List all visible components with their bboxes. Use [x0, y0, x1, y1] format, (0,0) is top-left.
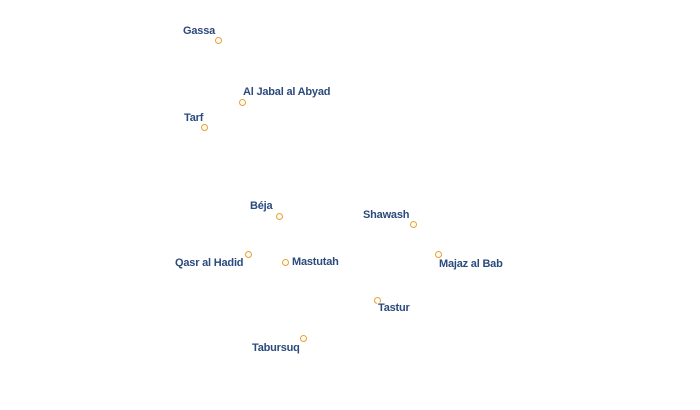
- place-label: Tabursuq: [252, 342, 300, 354]
- place-marker[interactable]: [300, 335, 307, 342]
- place-label: Mastutah: [292, 256, 339, 268]
- place-marker[interactable]: [276, 213, 283, 220]
- place-marker[interactable]: [435, 251, 442, 258]
- place-label: Tastur: [378, 302, 410, 314]
- place-marker[interactable]: [239, 99, 246, 106]
- place-marker[interactable]: [215, 37, 222, 44]
- place-label: Tarf: [184, 112, 204, 124]
- place-label: Al Jabal al Abyad: [243, 86, 331, 98]
- place-marker[interactable]: [201, 124, 208, 131]
- place-label: Qasr al Hadid: [175, 257, 244, 269]
- place-marker[interactable]: [282, 259, 289, 266]
- place-marker[interactable]: [245, 251, 252, 258]
- place-label: Béja: [250, 200, 273, 212]
- place-marker[interactable]: [410, 221, 417, 228]
- place-label: Majaz al Bab: [439, 258, 503, 270]
- place-marker[interactable]: [374, 297, 381, 304]
- place-label: Gassa: [183, 25, 216, 37]
- place-label: Shawash: [363, 209, 410, 221]
